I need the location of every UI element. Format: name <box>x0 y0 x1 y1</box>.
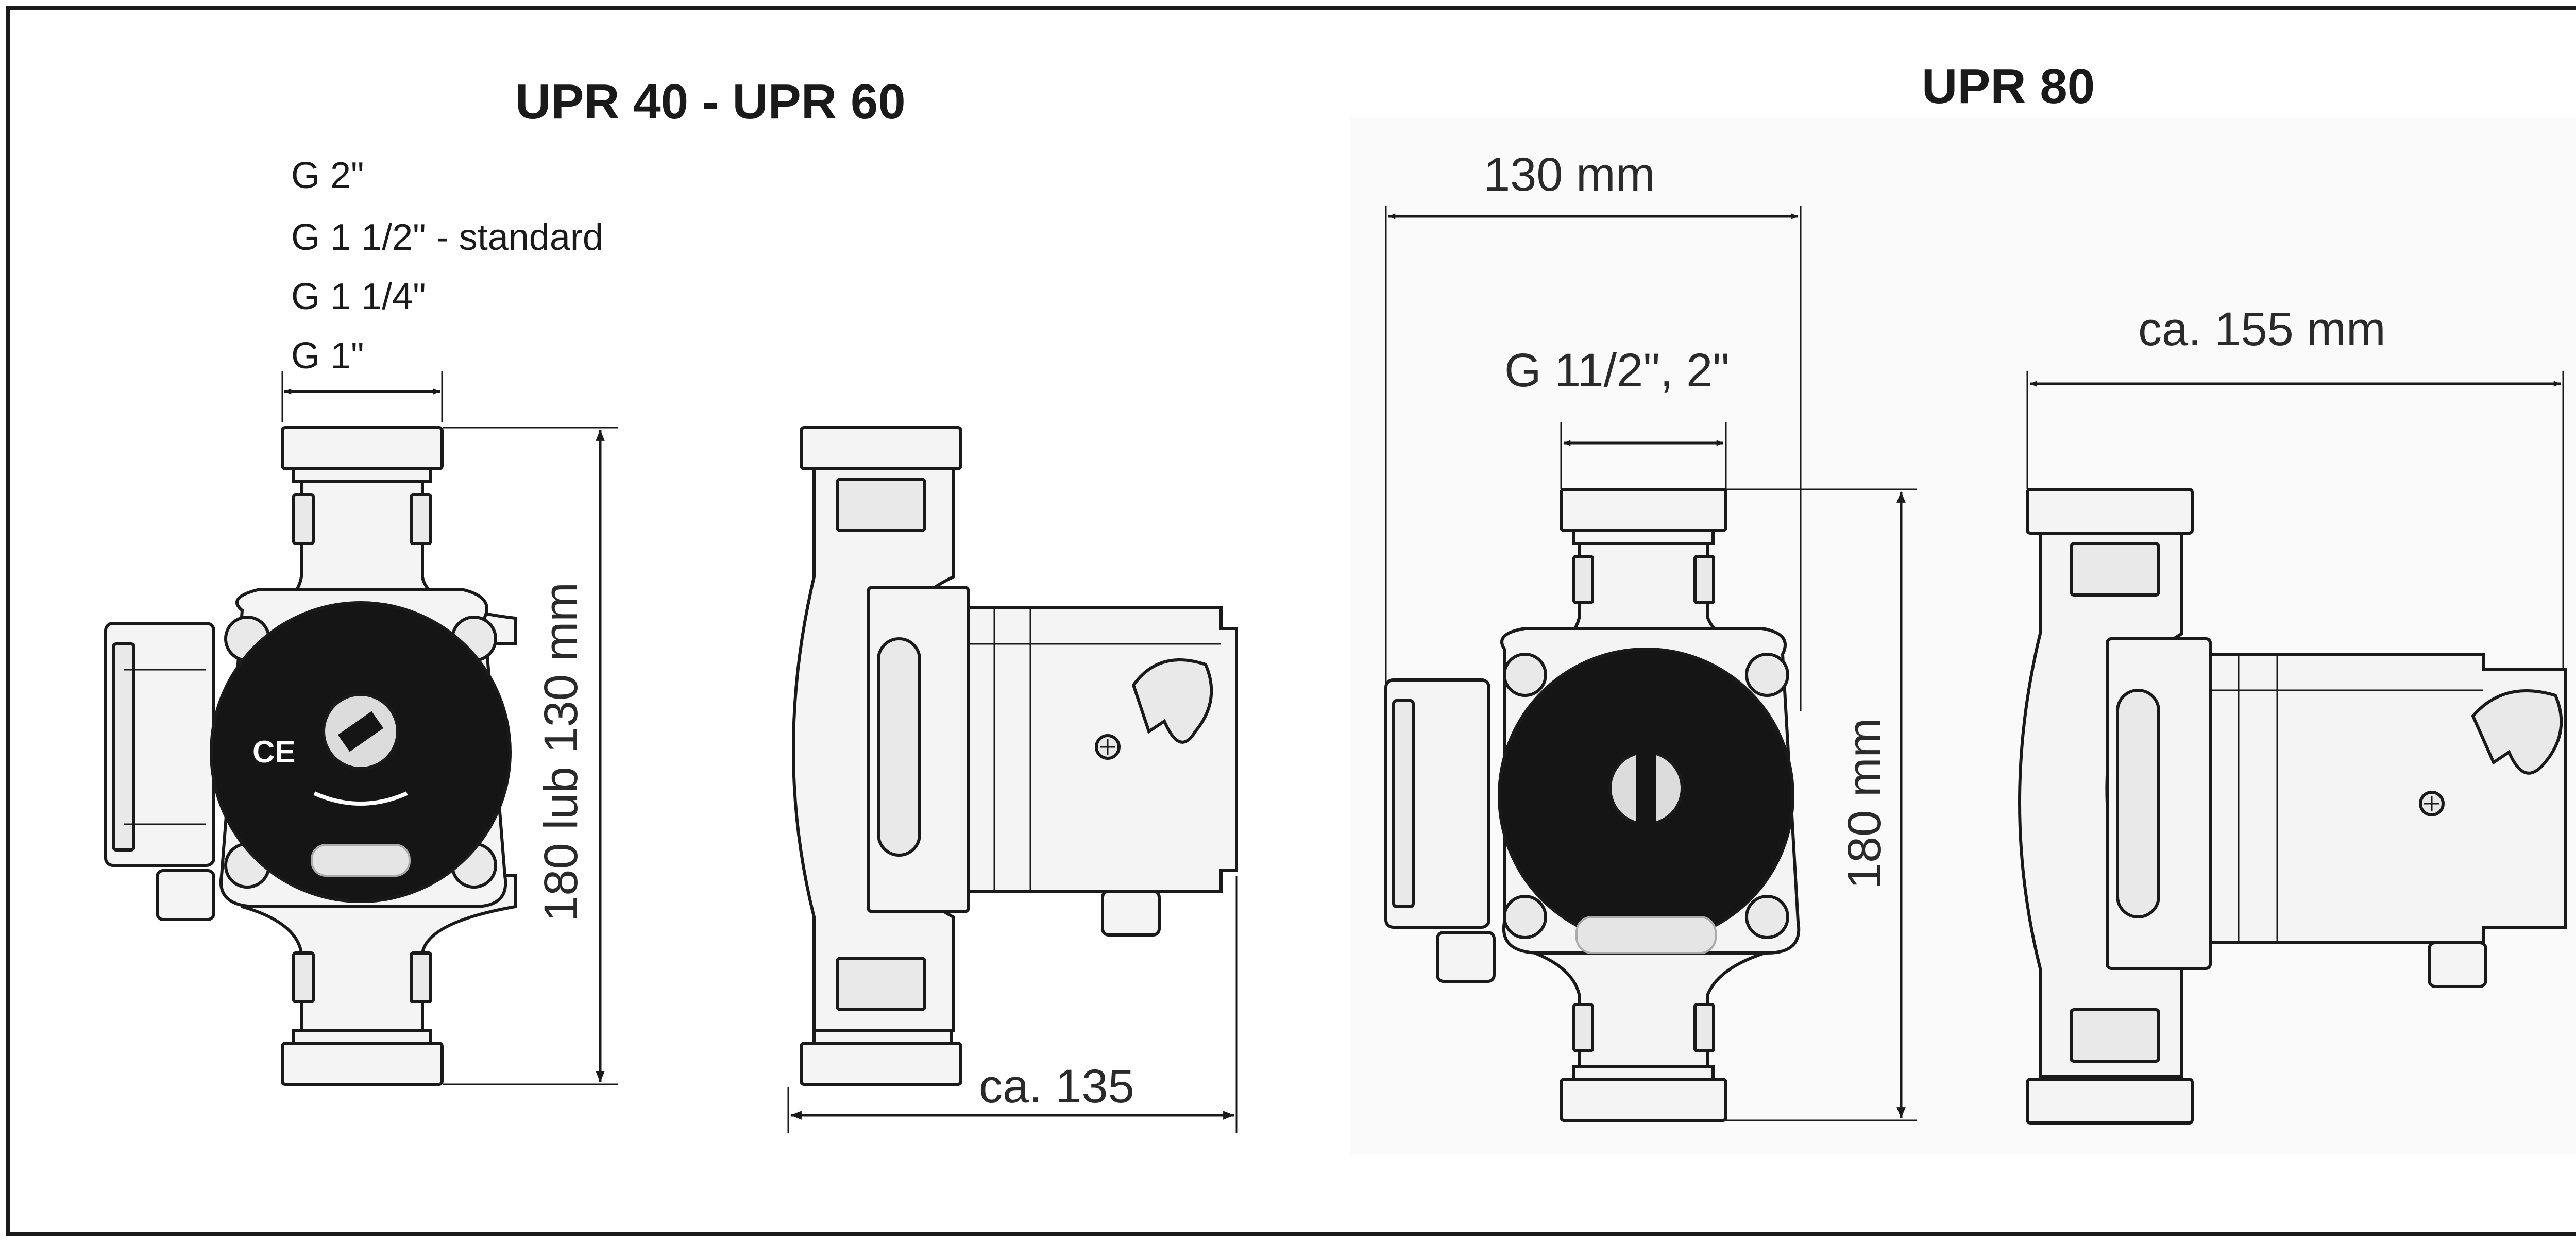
right-thread-label: G 11/2", 2" <box>1504 344 1730 397</box>
left-height-label: 180 lub 130 mm <box>535 582 587 922</box>
ce-mark-icon: CE <box>252 735 295 769</box>
upr80-front-view <box>1384 488 1801 1122</box>
arrow-icon <box>1131 658 1213 744</box>
right-depth-dimension: ca. 155 mm <box>2026 303 2564 670</box>
left-depth-label: ca. 135 <box>979 1060 1134 1113</box>
thread-list: G 2" G 1 1/2" - standard G 1 1/4" G 1" <box>291 155 603 377</box>
right-width-dimension: 130 mm <box>1385 148 1802 711</box>
thread-item: G 2" <box>291 155 364 196</box>
left-thread-dimension <box>281 371 443 422</box>
right-thread-dimension: G 11/2", 2" <box>1504 344 1730 489</box>
upr60-front-view: CE <box>104 426 517 1086</box>
left-depth-dimension: ca. 135 <box>787 876 1238 1133</box>
right-depth-label: ca. 155 mm <box>2138 303 2386 355</box>
upr60-side-view <box>792 426 1238 1086</box>
right-height-label: 180 mm <box>1838 718 1891 889</box>
upr80-side-view <box>2018 488 2567 1125</box>
left-title: UPR 40 - UPR 60 <box>515 74 906 129</box>
left-height-dimension: 180 lub 130 mm <box>443 427 618 1085</box>
thread-item: G 1" <box>291 335 364 377</box>
thread-item: G 1 1/2" - standard <box>291 217 603 258</box>
thread-item: G 1 1/4" <box>291 276 426 317</box>
right-width-label: 130 mm <box>1484 148 1655 201</box>
right-height-dimension: 180 mm <box>1726 488 1917 1121</box>
outer-frame <box>6 6 2576 1236</box>
right-title: UPR 80 <box>1922 59 2095 114</box>
